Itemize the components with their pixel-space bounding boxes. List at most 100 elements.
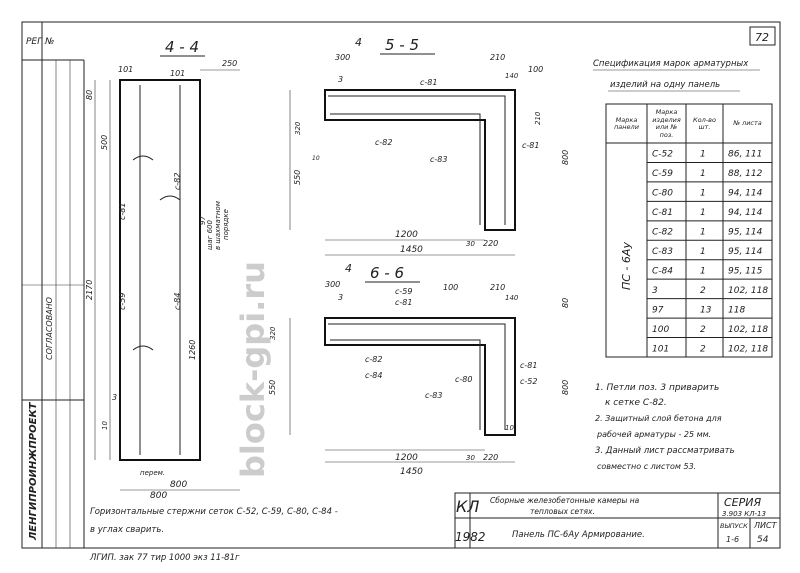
- dim: 140: [505, 294, 519, 302]
- dim: 210: [534, 111, 542, 125]
- quantity: 13: [700, 305, 712, 315]
- dim: 800: [170, 480, 187, 490]
- quantity: 1: [700, 189, 706, 199]
- dim: шаг 600: [206, 219, 214, 250]
- item-mark: С-59: [652, 169, 673, 179]
- dim: 1450: [400, 245, 423, 255]
- header-sheet: № листа: [733, 119, 762, 128]
- dim: 800: [561, 380, 570, 395]
- dim: 220: [483, 239, 498, 248]
- table-row: С-80 1 94, 114: [647, 189, 772, 202]
- dim: 100: [443, 283, 458, 292]
- note: 1. Петли поз. 3 приварить: [595, 383, 719, 393]
- dim: c-83: [425, 391, 442, 400]
- sheet-refs: 118: [728, 305, 745, 315]
- sheet-label: ЛИСТ: [753, 521, 778, 530]
- dim: перем.: [140, 469, 165, 477]
- table-row: 101 2 102, 118: [652, 344, 768, 354]
- spec-table: Спецификация марок арматурных изделий на…: [593, 59, 773, 358]
- dim: c-81: [118, 203, 127, 220]
- dim: c-81: [395, 298, 412, 307]
- dim: 550: [268, 380, 277, 395]
- dim: 30: [466, 454, 475, 462]
- sheet-refs: 95, 114: [728, 228, 763, 238]
- sheet-refs: 88, 112: [728, 169, 763, 179]
- quantity: 1: [700, 266, 706, 276]
- series-label: СЕРИЯ: [724, 496, 761, 509]
- dim: 320: [269, 326, 277, 340]
- quantity: 1: [700, 169, 706, 179]
- series: 3.903 КЛ-13: [722, 510, 766, 518]
- dim: 1200: [395, 230, 418, 240]
- dim: 1450: [400, 467, 423, 477]
- dim: 101: [170, 69, 185, 78]
- quantity: 1: [700, 247, 706, 257]
- item-mark: С-80: [652, 189, 673, 199]
- table-row: С-52 1 86, 111: [647, 150, 772, 163]
- dim: 1200: [395, 453, 418, 463]
- quantity: 2: [700, 344, 706, 354]
- dim: c-52: [520, 377, 537, 386]
- reg-label: РЕГ №: [26, 37, 54, 47]
- print-note: ЛГИП. зак 77 тир 1000 экз 11-81г: [89, 553, 240, 563]
- section-4-4: 4 - 4 250 101 101 80 500 2170 1260 800 1…: [85, 38, 240, 491]
- note: совместно с листом 53.: [597, 462, 696, 471]
- dim: в шахматном: [214, 200, 222, 250]
- item-mark: С-52: [652, 150, 673, 160]
- bottom-note: Горизонтальные стержни сеток С-52, С-59,…: [90, 507, 338, 517]
- dim: 210: [490, 53, 505, 62]
- agreed-label: СОГЛАСОВАНО: [45, 297, 54, 360]
- dim: 10: [505, 424, 514, 432]
- dim: 10: [312, 155, 320, 162]
- dim: 210: [490, 283, 505, 292]
- spec-title: Спецификация марок арматурных: [593, 59, 749, 69]
- issue: 1-6: [726, 535, 739, 544]
- header-qty: Кол-во шт.: [693, 115, 716, 131]
- quantity: 1: [700, 150, 706, 160]
- year: 1982: [455, 530, 486, 544]
- item-mark: 100: [652, 325, 669, 335]
- dim: c-82: [365, 355, 382, 364]
- dim: 800: [150, 491, 167, 501]
- dim: 550: [293, 170, 302, 185]
- table-row: С-59 1 88, 112: [647, 169, 772, 183]
- item-mark: 101: [652, 344, 669, 354]
- title-block: КЛ 1982 Сборные железобетонные камеры на…: [454, 492, 781, 549]
- title: тепловых сетях.: [530, 507, 595, 516]
- watermark: block-gpi.ru: [234, 261, 272, 478]
- code: КЛ: [456, 497, 479, 516]
- dim: c-81: [420, 78, 437, 87]
- item-mark: С-82: [652, 228, 673, 238]
- dim: c-82: [375, 138, 392, 147]
- dim: 220: [483, 453, 498, 462]
- dim: c-82: [173, 173, 182, 190]
- sheet-refs: 94, 114: [728, 189, 763, 199]
- note: 3. Данный лист рассматривать: [595, 446, 735, 456]
- issue-label: ВЫПУСК: [720, 522, 748, 530]
- dim: 3: [338, 75, 343, 84]
- dim: c-81: [520, 361, 537, 370]
- note: к сетке С-82.: [605, 398, 667, 408]
- sheet-number-box: [749, 26, 776, 46]
- dim: c-84: [173, 293, 182, 310]
- sheet-refs: 102, 118: [728, 344, 768, 354]
- item-mark: С-84: [652, 266, 673, 276]
- dim: 3: [338, 293, 343, 302]
- dim: 101: [118, 65, 133, 74]
- panel-mark: ПС - 6Ау: [620, 242, 633, 290]
- dim: 140: [505, 72, 519, 80]
- quantity: 2: [700, 286, 706, 296]
- dim: 100: [528, 65, 543, 74]
- item-mark: С-83: [652, 247, 673, 257]
- note: 2. Защитный слой бетона для: [595, 414, 722, 423]
- dim: 3: [112, 393, 117, 402]
- header-panel: Марка панели: [614, 115, 639, 131]
- dim: 97: [199, 216, 207, 225]
- title: Сборные железобетонные камеры на: [490, 496, 640, 505]
- sheet-refs: 86, 111: [728, 150, 762, 160]
